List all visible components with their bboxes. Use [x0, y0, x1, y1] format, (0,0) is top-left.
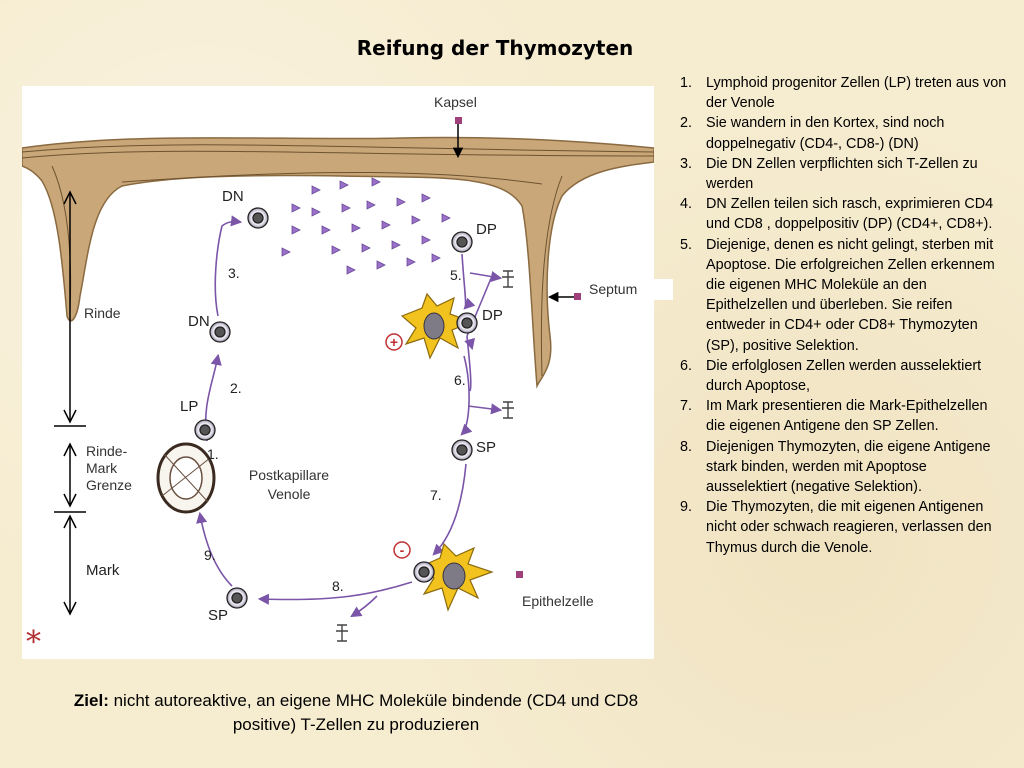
- label-sp-bottom: SP: [208, 607, 228, 624]
- negative-selection-icon: [393, 541, 411, 559]
- cell-lp: [194, 419, 216, 441]
- zone-axis: [54, 190, 86, 616]
- step-item-9: 9.Die Thymozyten, die mit eigenen Antige…: [680, 499, 992, 556]
- plus-sign: +: [390, 334, 398, 350]
- thymocytes: [194, 207, 478, 609]
- label-grenze-1: Rinde-: [86, 443, 128, 459]
- step-item-2: 2.Sie wandern in den Kortex, sind noch d…: [680, 115, 945, 152]
- step-item-5: 5.Diejenige, denen es nicht gelingt, ste…: [680, 236, 995, 354]
- step-item-4: 4.DN Zellen teilen sich rasch, exprimier…: [680, 196, 994, 233]
- step-item-7: 7.Im Mark presentieren die Mark-Epithelz…: [680, 398, 988, 435]
- step-number-5: 5.: [450, 267, 462, 283]
- venule: [156, 442, 216, 514]
- step-number-6: 6.: [454, 372, 466, 388]
- step-item-3: 3.Die DN Zellen verpflichten sich T-Zell…: [680, 155, 978, 193]
- step-number-3: 3.: [228, 265, 240, 281]
- step-item-8: 8.Diejenigen Thymozyten, die eigene Anti…: [680, 438, 991, 496]
- label-dn-mid: DN: [188, 313, 210, 330]
- medullary-epithelial-cell: [420, 542, 494, 612]
- minus-sign: -: [400, 542, 405, 558]
- proliferating-cells: [281, 177, 451, 275]
- step-number-1: 1.: [207, 446, 219, 462]
- label-venole-2: Venole: [267, 486, 311, 502]
- label-dp-top: DP: [476, 221, 497, 238]
- label-rinde: Rinde: [84, 305, 121, 321]
- label-kapsel: Kapsel: [434, 94, 477, 110]
- label-sp-right: SP: [476, 439, 496, 456]
- label-grenze-2: Mark: [86, 460, 118, 476]
- apoptosis-icon: [502, 270, 514, 288]
- label-septum: Septum: [585, 279, 673, 300]
- cell-dp-top: [451, 231, 473, 253]
- label-dn-top: DN: [222, 188, 244, 205]
- slide-title: Reifung der Thymozyten: [356, 36, 634, 60]
- label-venole-1: Postkapillare: [248, 467, 330, 483]
- label-lp: LP: [180, 398, 198, 415]
- cortical-epithelial-cell: [400, 292, 474, 360]
- apoptosis-symbols: [336, 270, 514, 642]
- step-number-2: 2.: [230, 380, 242, 396]
- apoptosis-icon: [336, 624, 348, 642]
- cell-sp-medulla: [413, 561, 435, 583]
- star-marker: *: [26, 625, 41, 660]
- goal-label: Ziel:: [73, 691, 109, 710]
- cell-dn-top: [247, 207, 269, 229]
- kapsel-marker: [455, 117, 462, 124]
- step-item-1: 1.Lymphoid progenitor Zellen (LP) treten…: [680, 75, 1007, 112]
- cell-dp-mid: [456, 312, 478, 334]
- label-dp-mid: DP: [482, 307, 503, 324]
- cell-dn-mid: [209, 321, 231, 343]
- label-mark: Mark: [86, 562, 120, 579]
- goal-text: nicht autoreaktive, an eigene MHC Molekü…: [108, 691, 639, 734]
- label-epithelzelle: Epithelzelle: [522, 593, 594, 609]
- septum-marker: [574, 293, 581, 300]
- capsule: [22, 136, 654, 389]
- step-number-7: 7.: [430, 487, 442, 503]
- cell-sp-bottom: [226, 587, 248, 609]
- step-number-9: 9.: [204, 547, 216, 563]
- goal-statement: Ziel: nicht autoreaktive, an eigene MHC …: [48, 689, 664, 737]
- diagram-panel: + - DN DN LP DP DP SP SP 1. 2. 3. 5. 6. …: [22, 86, 654, 659]
- step-number-8: 8.: [332, 578, 344, 594]
- apoptosis-icon: [502, 401, 514, 419]
- thymocyte-diagram: + - DN DN LP DP DP SP SP 1. 2. 3. 5. 6. …: [22, 117, 654, 642]
- step-item-6: 6.Die erfolglosen Zellen werden ausselek…: [680, 357, 982, 395]
- cell-sp-right: [451, 439, 473, 461]
- step-list: 1.Lymphoid progenitor Zellen (LP) treten…: [680, 73, 1010, 558]
- epithel-marker: [516, 571, 523, 578]
- label-grenze-3: Grenze: [86, 477, 132, 493]
- positive-selection-icon: [385, 333, 403, 351]
